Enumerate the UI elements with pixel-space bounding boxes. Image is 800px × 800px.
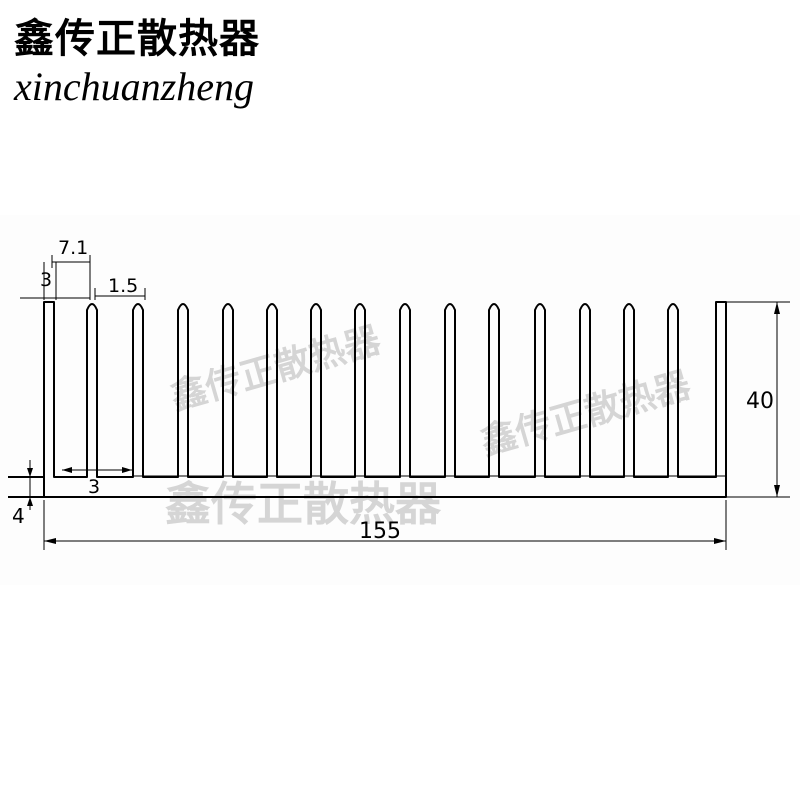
heatsink-profile-outline <box>43 301 727 498</box>
dimension-label-tip: 1.5 <box>108 275 138 297</box>
dimension-fin-tip-width: 1.5 <box>94 275 146 300</box>
brand-name-chinese: 鑫传正散热器 <box>14 16 260 62</box>
dimension-total-height: 40 <box>726 301 790 498</box>
dimension-fin-gap: 3 <box>62 467 132 498</box>
dimension-label-pitch: 7.1 <box>58 237 88 259</box>
dimension-edge-fin-width: 3 <box>20 262 90 300</box>
dimension-total-width: 155 <box>43 500 727 550</box>
dimension-label-height: 40 <box>746 389 774 414</box>
dimension-label-base: 4 <box>12 504 25 528</box>
dimension-label-width: 155 <box>359 519 401 544</box>
brand-name-pinyin: xinchuanzheng <box>14 64 254 109</box>
dimension-fin-pitch: 7.1 <box>51 237 91 300</box>
watermark-text-3: 鑫传正散热器 <box>165 477 442 531</box>
watermark-text-2: 鑫传正散热器 <box>476 364 696 463</box>
dimension-label-edge-fin: 3 <box>40 269 52 291</box>
dimension-base-thickness: 4 <box>8 460 44 528</box>
dimension-label-gap: 3 <box>88 476 100 498</box>
